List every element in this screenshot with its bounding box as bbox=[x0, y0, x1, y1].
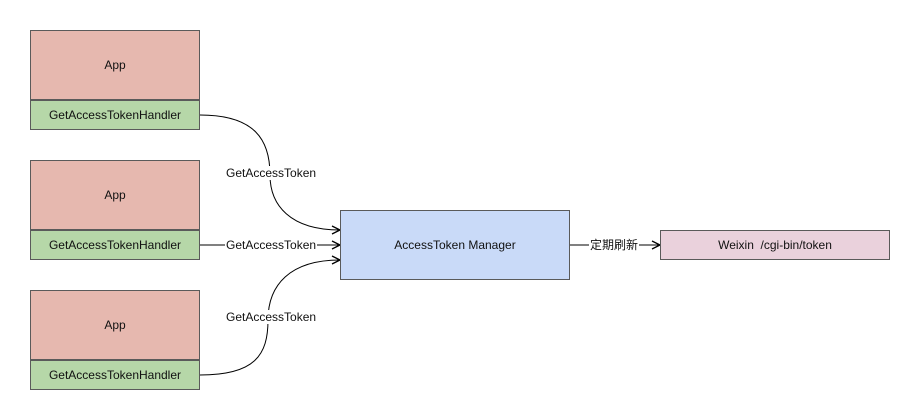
app-box-1: App bbox=[30, 30, 200, 100]
handler-box-3: GetAccessTokenHandler bbox=[30, 360, 200, 390]
app-box-3: App bbox=[30, 290, 200, 360]
app-box-2: App bbox=[30, 160, 200, 230]
handler-box-1: GetAccessTokenHandler bbox=[30, 100, 200, 130]
edge-label-client-3: GetAccessToken bbox=[225, 310, 318, 324]
edge-label-refresh: 定期刷新 bbox=[589, 238, 640, 252]
accesstoken-manager-box: AccessToken Manager bbox=[340, 210, 570, 280]
edge-label-client-1: GetAccessToken bbox=[225, 166, 318, 180]
weixin-token-endpoint-box: Weixin /cgi-bin/token bbox=[660, 230, 890, 260]
edge-label-client-2: GetAccessToken bbox=[225, 238, 318, 252]
handler-box-2: GetAccessTokenHandler bbox=[30, 230, 200, 260]
